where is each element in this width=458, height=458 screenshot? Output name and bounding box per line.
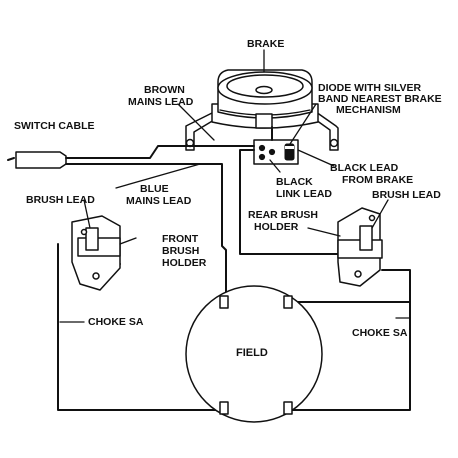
label-choke-left: CHOKE SA [88,316,144,328]
label-line: FRONT [162,233,199,245]
leader-lines [59,49,411,323]
leader-black-link-lead [269,159,281,173]
rear-brush-rivet [368,214,376,222]
leader-brush-lead-left [83,199,91,229]
label-line: REAR BRUSH [248,209,318,221]
label-line: MECHANISM [336,104,401,116]
choke-right-wire [289,289,411,303]
black-link-lead-wire [239,149,255,171]
field-terminal [283,401,293,415]
label-black-link-lead: BLACK LINK LEAD [276,176,332,200]
cable-core [7,157,15,161]
field-terminal [283,295,293,309]
label-brush-lead-left: BRUSH LEAD [26,194,95,206]
rear-brush-lead-wire [381,269,411,291]
label-line: HOLDER [254,221,299,233]
terminal-block [253,139,299,165]
switch-cable [7,151,67,169]
diode-silver-band [285,146,294,149]
choke-left-wire [57,243,219,411]
leader-diode [289,103,317,145]
label-diode: DIODE WITH SILVER BAND NEAREST BRAKE MEC… [318,82,445,116]
label-brown-mains-lead: BROWN MAINS LEAD [128,84,194,108]
label-line: BRUSH [162,245,199,257]
label-black-lead-from-brake: BLACK LEAD FROM BRAKE [330,162,413,186]
label-blue-mains-lead: BLUE MAINS LEAD [126,183,192,207]
wires [57,126,411,411]
rear-brush-feed-wire [239,169,341,255]
choke-right-return-wire [289,301,411,411]
front-brush-terminal [85,227,99,251]
leader-brown-mains [177,103,215,141]
label-front-brush-holder: FRONT BRUSH HOLDER [162,233,207,269]
leader-front-brush-holder [119,237,137,245]
bracket-hole-right [329,138,339,148]
front-brush-rivet [80,228,88,236]
front-brush-holder [71,215,121,291]
field [185,285,323,423]
labels: BRAKE BROWN MAINS LEAD DIODE WITH SILVER… [14,38,445,359]
terminal-screw [258,144,266,152]
brake-hub [255,85,273,95]
rear-brush-holder [337,207,383,287]
blue-mains-lead-wire [65,163,227,303]
label-line: MAINS LEAD [126,195,192,207]
cable-sheath [15,151,67,169]
label-line: MAINS LEAD [128,96,194,108]
label-line: BLACK LEAD [330,162,399,174]
brown-mains-lead-wire [65,145,255,159]
terminal-screw [258,153,266,161]
front-brush-clip [77,237,121,257]
brake-unit [185,69,339,151]
leader-blue-mains [115,163,201,189]
label-brush-lead-right: BRUSH LEAD [372,189,441,201]
front-brush-screw [92,272,100,280]
label-rear-brush-holder: REAR BRUSH HOLDER [248,209,321,233]
label-line: BLUE [140,183,169,195]
label-brake: BRAKE [247,38,284,50]
label-line: FROM BRAKE [342,174,413,186]
label-switch-cable: SWITCH CABLE [14,120,95,132]
terminal-screw [268,148,276,156]
field-terminal [219,401,229,415]
brake-terminal-tab [255,113,273,129]
leader-brush-lead-right [371,199,389,229]
label-line: BAND NEAREST BRAKE [318,93,442,105]
label-field: FIELD [236,347,268,359]
field-terminal [219,295,229,309]
label-line: BLACK [276,176,313,188]
rear-brush-terminal [359,225,373,251]
label-line: DIODE WITH SILVER [318,82,421,94]
rear-brush-screw [354,270,362,278]
leader-rear-brush-holder [307,227,341,237]
leader-black-lead-from-brake [297,149,335,167]
label-line: LINK LEAD [276,188,332,200]
label-line: BROWN [144,84,185,96]
field-coil [185,285,323,423]
label-line: HOLDER [162,257,207,269]
label-choke-right: CHOKE SA [352,327,408,339]
